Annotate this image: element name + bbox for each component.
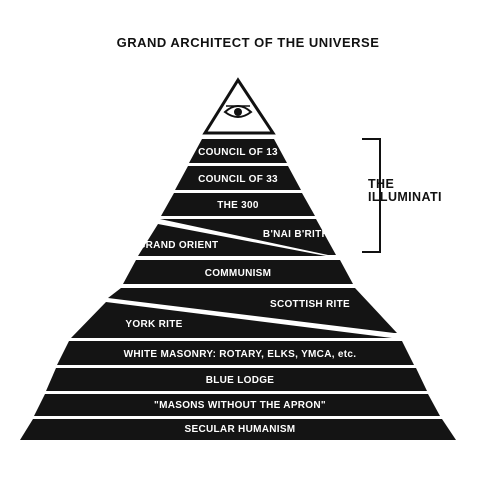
band-council-33 <box>175 166 301 190</box>
illuminati-label-line-1: THE <box>368 177 395 191</box>
band-york-rite <box>71 302 392 338</box>
band-council-13 <box>189 139 287 163</box>
label-blue-lodge: BLUE LODGE <box>206 375 275 386</box>
band-communism <box>123 260 353 284</box>
band-secular-humanism <box>20 419 456 440</box>
band-white-masonry <box>57 341 414 365</box>
label-masons-without-apron: "MASONS WITHOUT THE APRON" <box>154 400 326 411</box>
band-scottish-rite <box>108 288 397 333</box>
illuminati-label: THE ILLUMINATI <box>368 178 478 204</box>
all-seeing-eye-icon <box>223 105 253 118</box>
illuminati-bracket <box>362 138 381 253</box>
label-york-rite: YORK RITE <box>125 319 182 330</box>
label-council-13: COUNCIL OF 13 <box>198 147 278 158</box>
illuminati-label-line-2: ILLUMINATI <box>368 190 442 204</box>
label-bnai-brith: B'NAI B'RITH <box>263 229 329 240</box>
capstone <box>202 77 276 135</box>
band-grand-orient <box>138 224 326 256</box>
band-blue-lodge <box>46 368 427 391</box>
label-scottish-rite: SCOTTISH RITE <box>270 299 350 310</box>
band-bnai-brith <box>160 219 336 255</box>
label-the-300: THE 300 <box>217 200 259 211</box>
label-communism: COMMUNISM <box>205 268 272 279</box>
diagram-title: GRAND ARCHITECT OF THE UNIVERSE <box>116 35 380 50</box>
label-white-masonry: WHITE MASONRY: ROTARY, ELKS, YMCA, etc. <box>124 349 357 360</box>
label-secular-humanism: SECULAR HUMANISM <box>185 424 296 435</box>
label-grand-orient: GRAND ORIENT <box>138 240 219 251</box>
band-masons-without-apron <box>34 394 440 416</box>
band-the-300 <box>161 193 315 216</box>
label-council-33: COUNCIL OF 33 <box>198 174 278 185</box>
